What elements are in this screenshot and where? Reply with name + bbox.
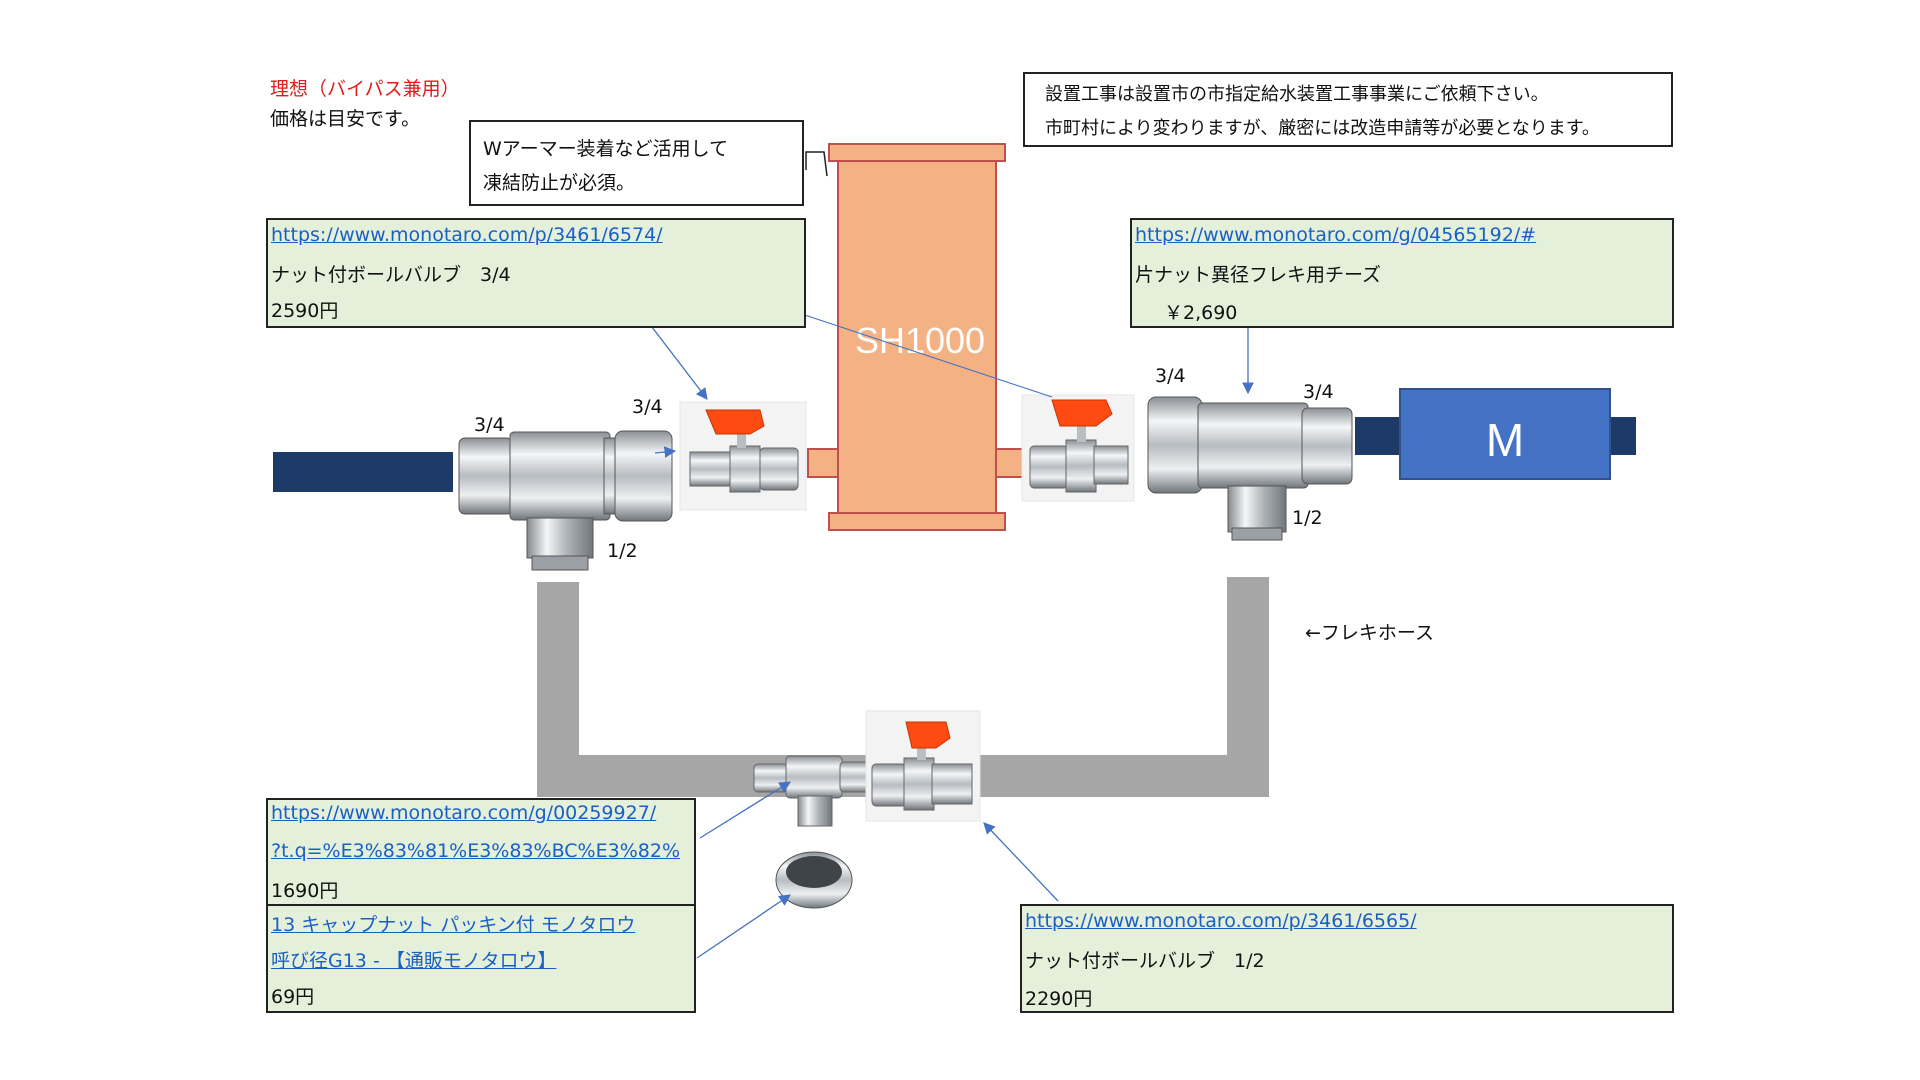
product-price-small-tee: 1690円 <box>271 880 339 902</box>
product-link-cap-nut-1[interactable]: 13 キャップナット パッキン付 モノタロウ <box>271 914 636 936</box>
freeze-callout-connector <box>805 151 828 177</box>
left-tee-fitting <box>458 430 673 571</box>
product-price-tee: ￥2,690 <box>1164 302 1238 324</box>
size-label-right-tee-3-4-b: 3/4 <box>1303 381 1334 403</box>
outlet-pipe-end <box>1610 417 1636 455</box>
arrow-cap-nut <box>696 894 791 959</box>
inlet-pipe <box>273 452 453 492</box>
product-link-cap-nut-2[interactable]: 呼び径G13 - 【通販モノタロウ】 <box>271 950 557 972</box>
install-note-line2: 市町村により変わりますが、厳密には改造申請等が必要となります。 <box>1045 118 1600 139</box>
product-link-small-tee-1[interactable]: https://www.monotaro.com/g/00259927/ <box>271 802 657 824</box>
install-note-line1: 設置工事は設置市の市指定給水装置工事事業にご依頼下さい。 <box>1045 84 1549 105</box>
product-link-small-tee-2[interactable]: ?t.q=%E3%83%81%E3%83%BC%E3%82% <box>271 840 680 862</box>
ball-valve-1-2 <box>865 710 981 822</box>
product-name-valve-3-4: ナット付ボールバルブ 3/4 <box>271 264 511 286</box>
small-tee-fitting <box>753 755 871 827</box>
install-note: 設置工事は設置市の市指定給水装置工事事業にご依頼下さい。 市町村により変わります… <box>1023 72 1673 147</box>
water-meter <box>1399 388 1611 480</box>
sh1000-tank <box>807 143 1027 531</box>
flex-hose-label: ←フレキホース <box>1305 622 1434 644</box>
product-name-valve-1-2: ナット付ボールバルブ 1/2 <box>1025 950 1265 972</box>
outlet-pipe <box>1355 417 1400 455</box>
product-box-valve-3-4: https://www.monotaro.com/p/3461/6574/ ナッ… <box>266 218 806 328</box>
product-price-valve-1-2: 2290円 <box>1025 988 1093 1010</box>
product-link-valve-1-2[interactable]: https://www.monotaro.com/p/3461/6565/ <box>1025 910 1417 932</box>
size-label-left-valve-3-4: 3/4 <box>632 396 663 418</box>
product-box-valve-1-2: https://www.monotaro.com/p/3461/6565/ ナッ… <box>1020 904 1674 1013</box>
meter-label: M <box>1486 414 1524 466</box>
ball-valve-3-4-right <box>1021 394 1135 502</box>
sh1000-label: SH1000 <box>855 320 985 361</box>
product-box-tee: https://www.monotaro.com/g/04565192/# 片ナ… <box>1130 218 1674 328</box>
size-label-left-tee-3-4: 3/4 <box>474 414 505 436</box>
arrow-small-tee <box>699 781 791 839</box>
product-price-valve-3-4: 2590円 <box>271 300 339 322</box>
size-label-right-tee-1-2: 1/2 <box>1292 507 1323 529</box>
product-name-tee: 片ナット異径フレキ用チーズ <box>1135 264 1382 286</box>
freeze-callout: Wアーマー装着など活用して 凍結防止が必須。 <box>469 120 804 206</box>
cap-nut <box>775 851 853 909</box>
ideal-title: 理想（バイパス兼用） <box>270 78 460 100</box>
product-link-valve-3-4[interactable]: https://www.monotaro.com/p/3461/6574/ <box>271 224 663 246</box>
price-note: 価格は目安です。 <box>270 108 421 130</box>
arrow-valve12 <box>983 822 1059 902</box>
freeze-callout-line2: 凍結防止が必須。 <box>483 172 636 194</box>
size-label-right-tee-3-4-a: 3/4 <box>1155 365 1186 387</box>
product-box-cap-nut: 13 キャップナット パッキン付 モノタロウ 呼び径G13 - 【通販モノタロウ… <box>266 904 696 1013</box>
arrow-valve34-to-tee <box>654 446 677 458</box>
size-label-left-tee-1-2: 1/2 <box>607 540 638 562</box>
product-box-small-tee: https://www.monotaro.com/g/00259927/ ?t.… <box>266 798 696 906</box>
freeze-callout-line1: Wアーマー装着など活用して <box>483 138 729 160</box>
product-price-cap-nut: 69円 <box>271 986 315 1008</box>
ball-valve-3-4-left <box>679 401 807 511</box>
product-link-tee[interactable]: https://www.monotaro.com/g/04565192/# <box>1135 224 1537 246</box>
right-tee-fitting <box>1147 396 1353 541</box>
